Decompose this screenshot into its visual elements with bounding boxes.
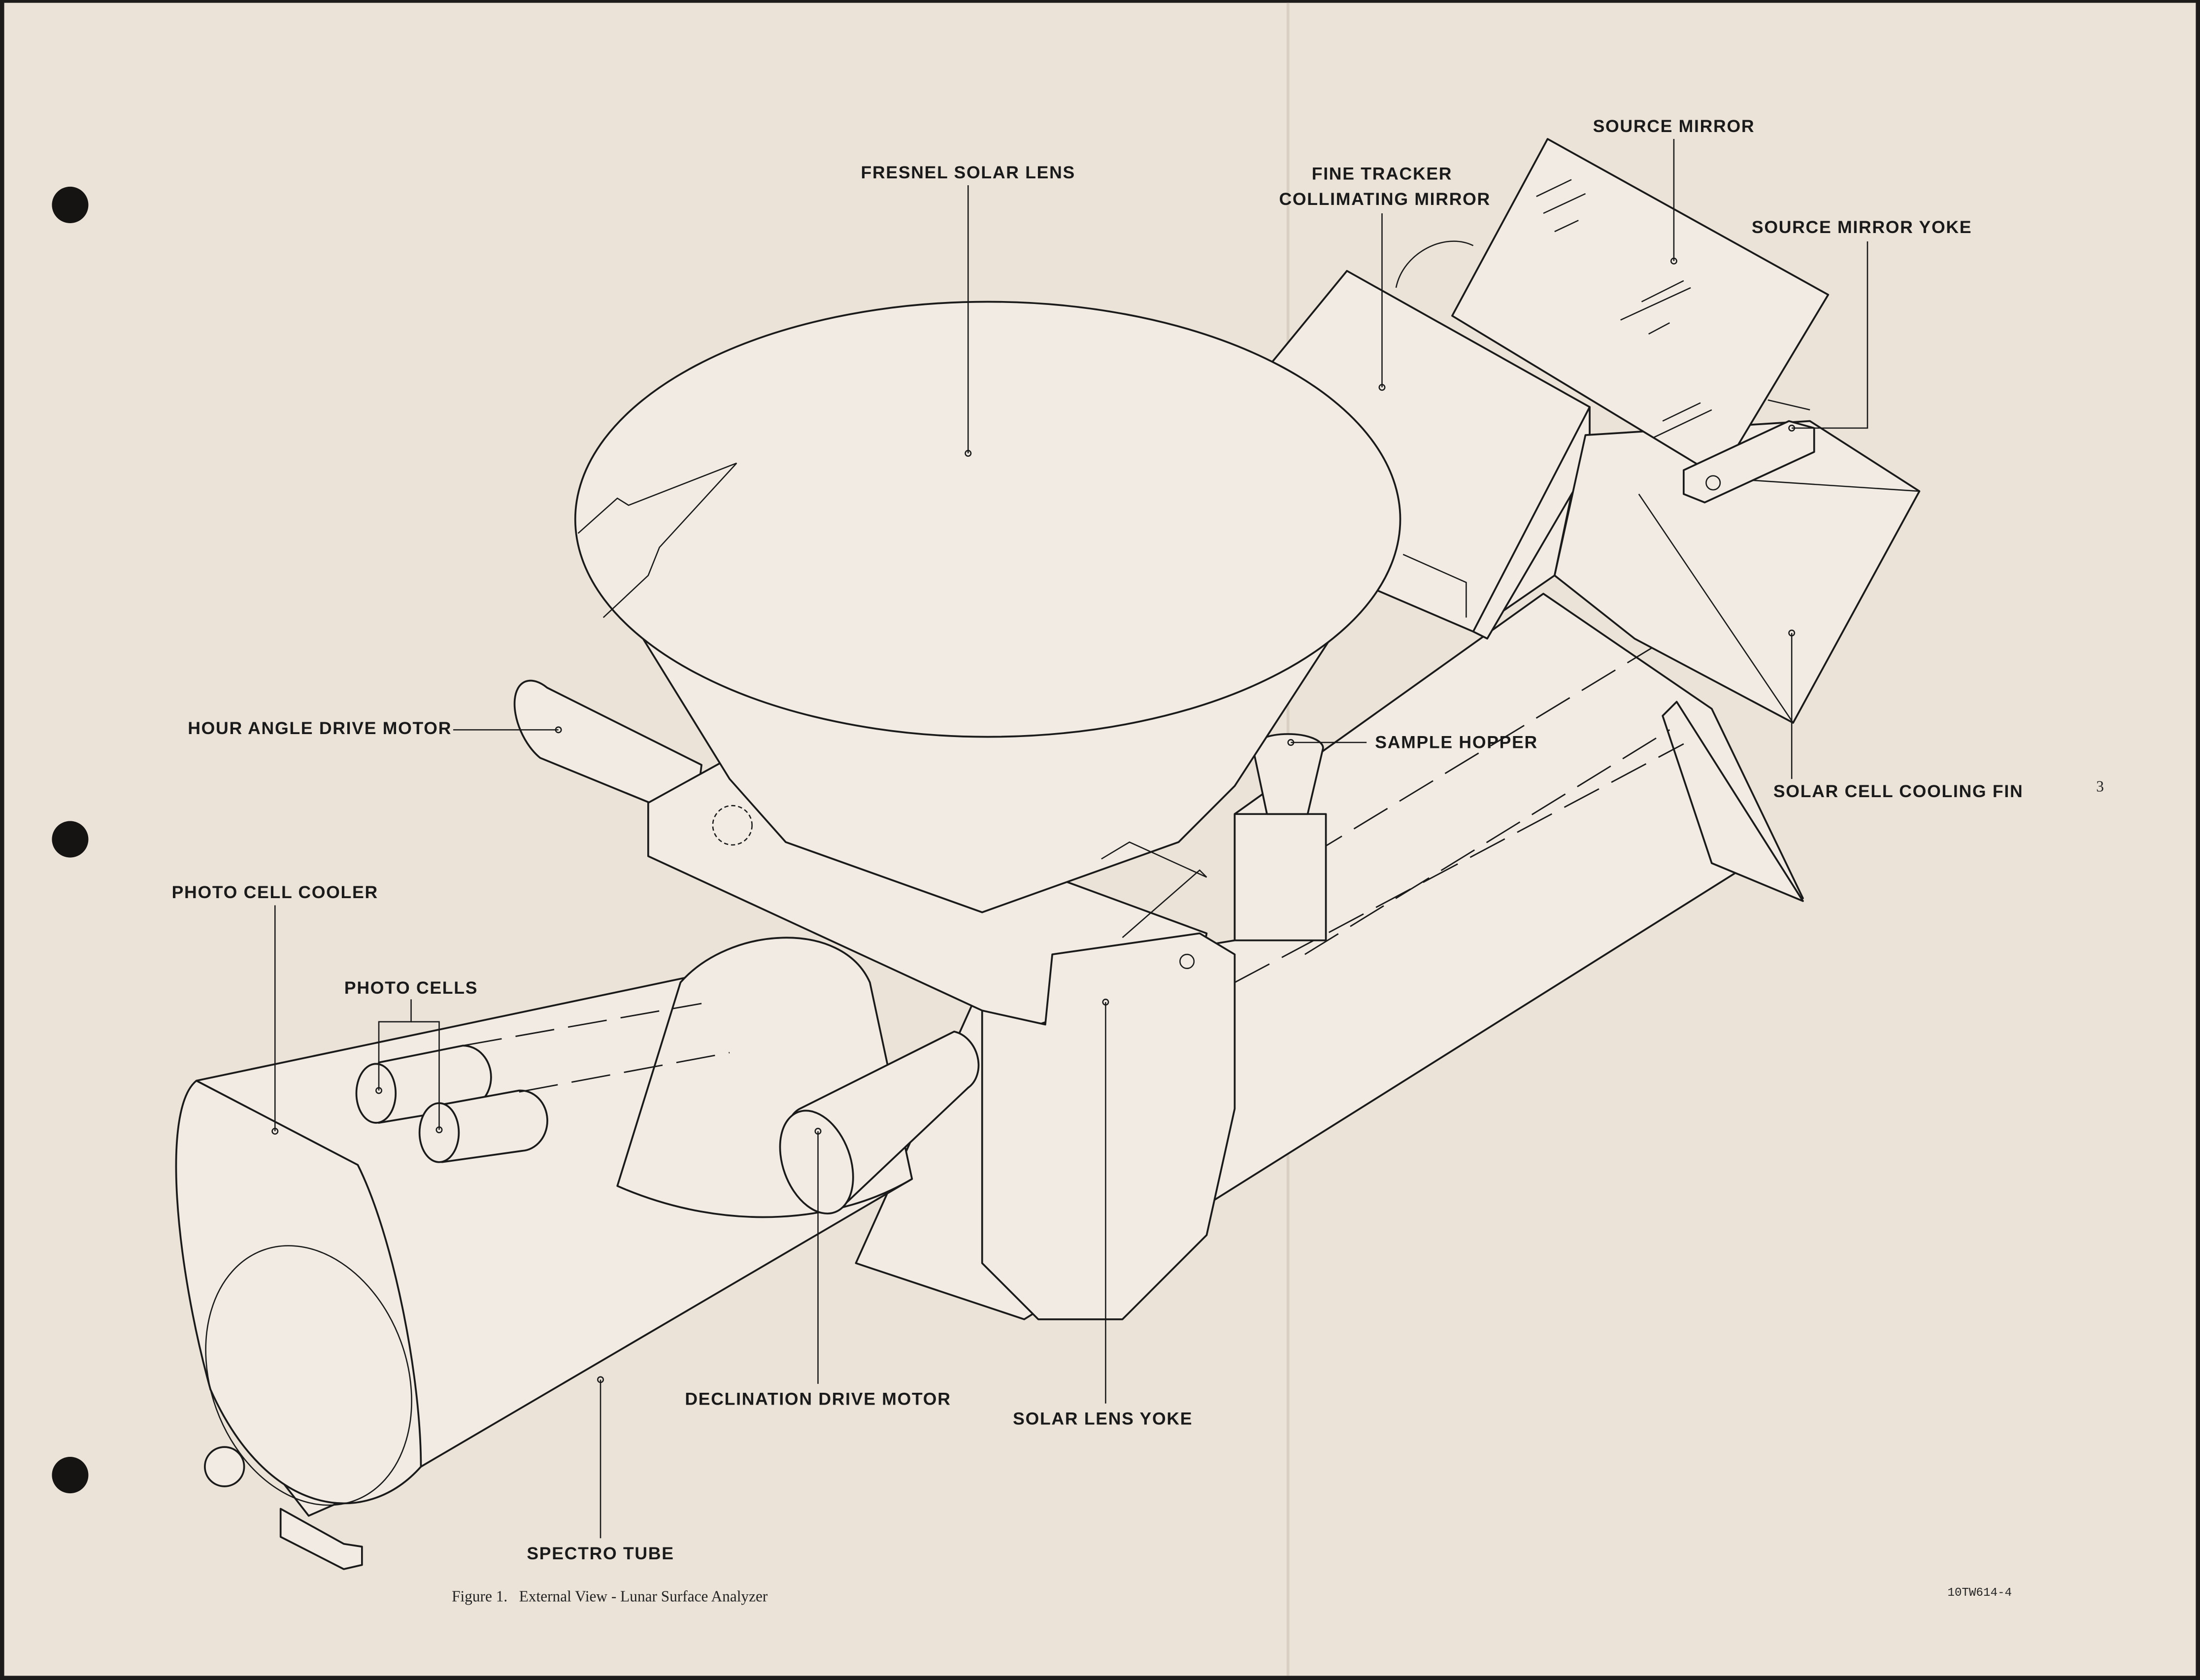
label-fresnel-solar-lens: FRESNEL SOLAR LENS [861,163,1075,182]
label-hour-angle-drive-motor: HOUR ANGLE DRIVE MOTOR [188,718,452,738]
label-spectro-tube: SPECTRO TUBE [527,1544,674,1563]
source-mirror-yoke [1683,420,1815,504]
drawing-code: 10TW614-4 [1947,1586,2012,1600]
sample-hopper-box [1233,813,1327,941]
binder-hole [52,821,89,858]
figure-caption: Figure 1. External View - Lunar Surface … [452,1587,768,1605]
label-sample-hopper: SAMPLE HOPPER [1375,732,1538,752]
photo-cells [355,1003,730,1163]
label-photo-cells: PHOTO CELLS [344,978,478,998]
page-number: 3 [2096,778,2104,795]
label-collimating-mirror: COLLIMATING MIRROR [1279,189,1490,209]
label-photo-cell-cooler: PHOTO CELL COOLER [172,882,378,902]
label-solar-cell-cooling-fin: SOLAR CELL COOLING FIN [1773,781,2024,801]
fresnel-solar-lens [574,301,1401,738]
solar-cell-cooling-fin [1662,701,1804,902]
leader-lines [271,139,1868,1539]
lunar-surface-analyzer-drawing [175,138,1921,1570]
photo-cell-cooler [175,1079,422,1505]
label-solar-lens-yoke: SOLAR LENS YOKE [1013,1409,1193,1429]
hour-angle-drive-motor [513,679,702,822]
label-declination-drive-motor: DECLINATION DRIVE MOTOR [685,1389,951,1409]
gear [712,805,753,846]
label-source-mirror: SOURCE MIRROR [1593,116,1755,136]
binder-hole [52,1457,89,1494]
label-fine-tracker: FINE TRACKER [1312,164,1452,184]
label-source-mirror-yoke: SOURCE MIRROR YOKE [1752,217,1972,237]
binder-hole [52,186,89,223]
